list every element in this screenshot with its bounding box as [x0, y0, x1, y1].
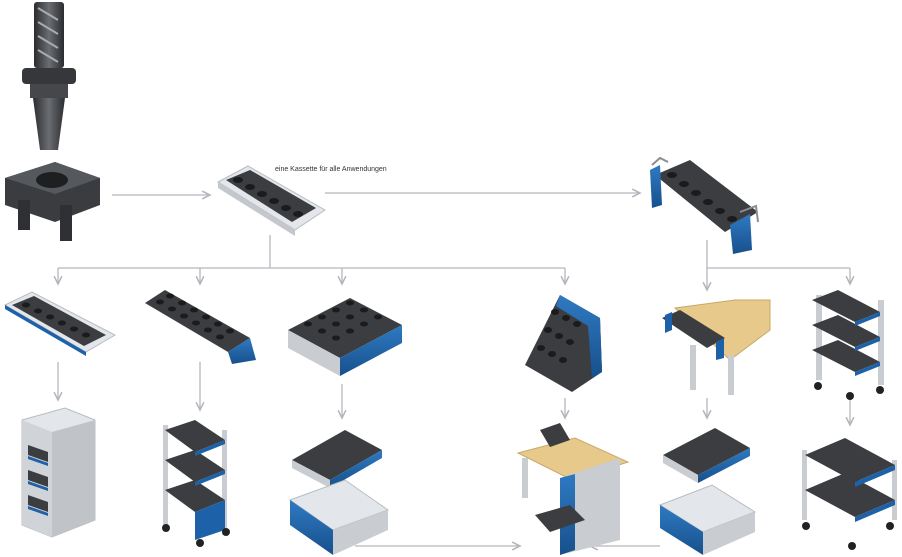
trolley-small-image [812, 290, 884, 400]
tool-holder-image [22, 2, 76, 150]
tray-wide-image [3, 291, 117, 356]
trolley-large-image [802, 438, 897, 550]
table-mount-image [662, 299, 771, 395]
cassette-handles-image [650, 156, 759, 254]
tray-drawer-image [288, 298, 402, 376]
cassette-main-image [217, 165, 326, 236]
tiered-rack-image [525, 295, 602, 392]
cabinet-image [21, 407, 96, 538]
insert-image [5, 162, 100, 241]
drawer-unit-image [288, 430, 390, 555]
connectors [58, 193, 850, 546]
caption-one-cassette: eine Kassette für alle Anwendungen [275, 166, 387, 173]
branch-main [58, 235, 271, 269]
shelf-cart-image [162, 420, 230, 547]
tray-angled-image [145, 290, 256, 364]
workbench-image [516, 423, 630, 555]
drawer-unit-2-image [658, 428, 757, 555]
branch-handles [706, 240, 850, 269]
